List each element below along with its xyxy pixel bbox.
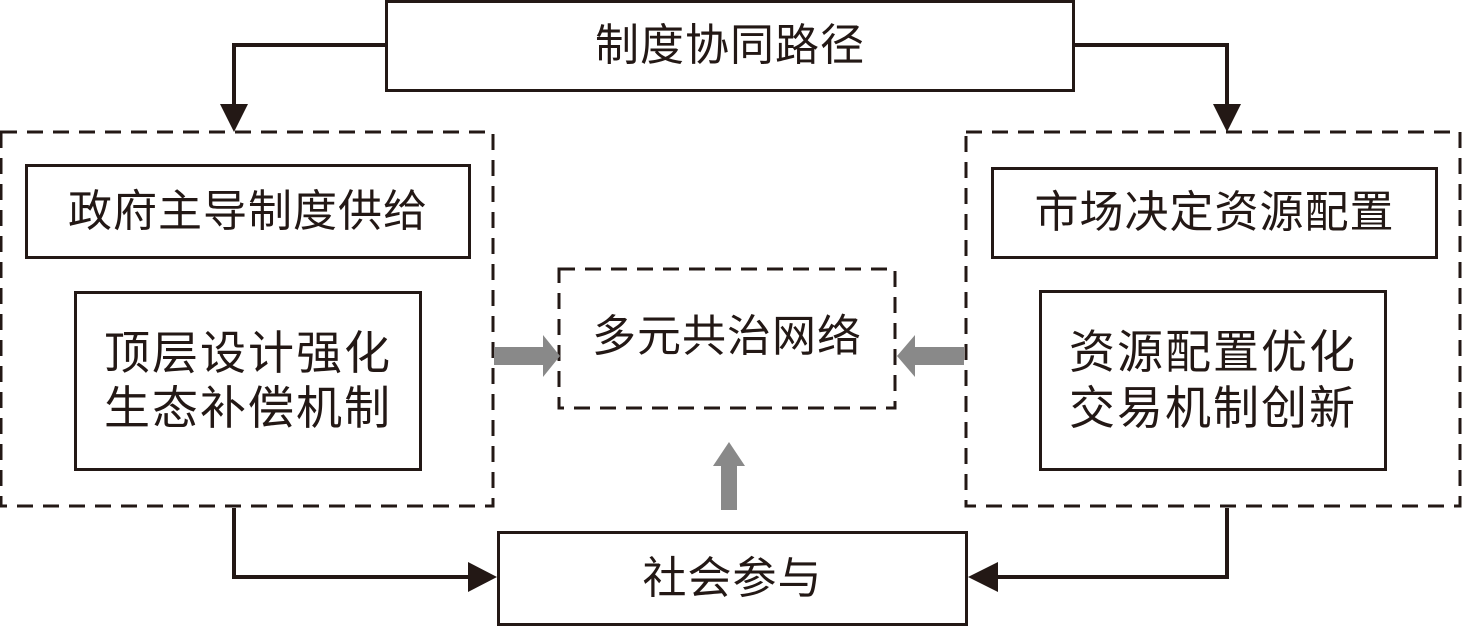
- node-institutional-synergy-path: 制度协同路径: [385, 0, 1075, 92]
- right-group-frame: [964, 130, 1462, 508]
- node-label: 资源配置优化 交易机制创新: [1069, 325, 1357, 435]
- node-label: 制度协同路径: [595, 20, 865, 72]
- gray-arrow-left-to-center: [494, 335, 560, 377]
- gray-arrow-right-to-center: [897, 335, 964, 377]
- arrowhead-down-left: [220, 104, 248, 132]
- gray-arrow-bottom-to-center: [713, 442, 745, 510]
- node-government-led-supply: 政府主导制度供给: [25, 164, 471, 259]
- node-label: 多元共治网络: [592, 311, 862, 362]
- center-frame: [557, 267, 897, 410]
- node-market-allocation: 市场决定资源配置: [991, 167, 1438, 259]
- arrowhead-left-bottom: [968, 562, 998, 592]
- left-group-frame: [0, 130, 495, 508]
- node-multi-governance-network: 多元共治网络: [562, 272, 892, 405]
- node-label: 社会参与: [642, 552, 823, 604]
- edge-top-to-left: [232, 43, 386, 106]
- node-label: 顶层设计强化 生态补偿机制: [104, 325, 392, 435]
- node-label: 市场决定资源配置: [1034, 187, 1395, 239]
- edge-right-to-bottom: [994, 508, 1229, 579]
- node-resource-optimization: 资源配置优化 交易机制创新: [1039, 290, 1387, 471]
- edge-left-to-bottom: [232, 508, 472, 579]
- arrowhead-right-bottom: [468, 562, 497, 592]
- node-top-level-design: 顶层设计强化 生态补偿机制: [74, 291, 422, 471]
- node-label: 政府主导制度供给: [68, 185, 428, 237]
- edge-top-to-right: [1074, 43, 1229, 106]
- arrowhead-down-right: [1213, 104, 1241, 132]
- node-social-participation: 社会参与: [497, 531, 968, 626]
